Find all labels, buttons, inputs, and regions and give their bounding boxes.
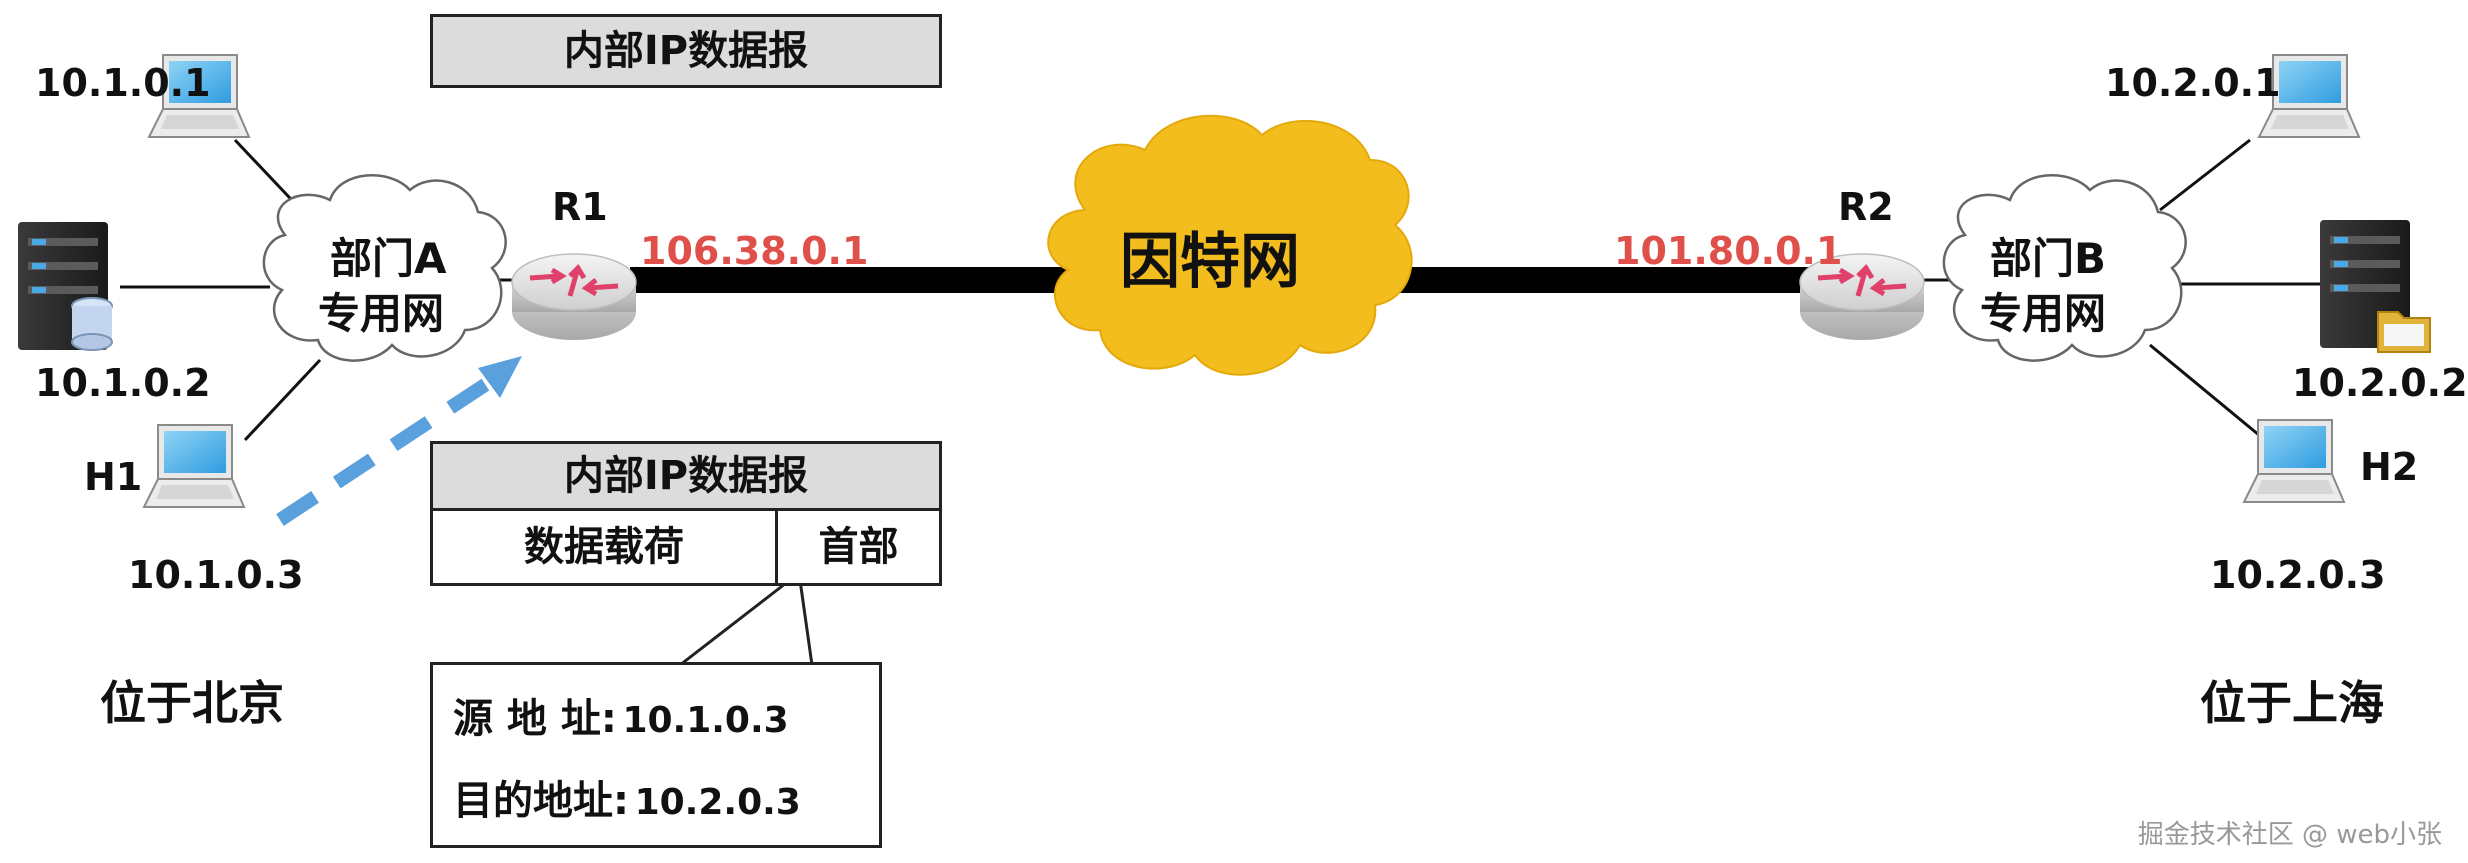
destination-address-row: 目的地址: 10.2.0.3 — [453, 781, 801, 821]
network-b-line2: 专用网 — [1980, 289, 2107, 338]
datagram-title-top: 内部IP数据报 — [563, 28, 809, 74]
destination-address-label: 目的地址: — [453, 778, 629, 824]
cloud-network-b — [1942, 174, 2187, 362]
router-r1-icon — [512, 254, 636, 340]
location-left: 位于北京 — [100, 676, 284, 730]
router-r1-public-ip: 106.38.0.1 — [640, 229, 869, 273]
internet-label: 因特网 — [1120, 227, 1300, 297]
host-ip-h2: 10.2.0.3 — [2210, 553, 2386, 597]
callout-line-left — [679, 578, 791, 667]
source-address-row: 源 地 址: 10.1.0.3 — [453, 699, 789, 739]
flow-arrow-line — [276, 369, 504, 526]
host-ip-h1: 10.1.0.3 — [128, 553, 304, 597]
laptop-icon-h2 — [2243, 419, 2345, 503]
address-callout-box: 源 地 址: 10.1.0.3 目的地址: 10.2.0.3 — [430, 662, 882, 848]
router-r1-name: R1 — [552, 185, 608, 229]
destination-address-value: 10.2.0.3 — [634, 782, 801, 823]
watermark: 掘金技术社区 @ web小张 — [2137, 820, 2442, 850]
datagram-box-top: 内部IP数据报 — [430, 14, 942, 88]
datagram-header-cell: 首部 — [775, 508, 942, 586]
host-ip-left-top: 10.1.0.1 — [35, 61, 211, 105]
datagram-box-bottom-title: 内部IP数据报 — [430, 441, 942, 511]
datagram-payload: 数据载荷 — [524, 524, 684, 570]
router-r2-name: R2 — [1838, 185, 1894, 229]
router-r2-public-ip: 101.80.0.1 — [1614, 229, 1843, 273]
datagram-title-bottom: 内部IP数据报 — [563, 453, 809, 499]
host-ip-right-server: 10.2.0.2 — [2292, 361, 2468, 405]
location-right: 位于上海 — [2200, 676, 2384, 730]
flow-arrow-head — [478, 356, 522, 398]
link-left-h1 — [243, 358, 322, 442]
source-address-label: 源 地 址: — [453, 696, 617, 742]
cloud-internet — [1047, 114, 1413, 376]
host-name-h1: H1 — [84, 455, 143, 499]
network-a-line2: 专用网 — [318, 289, 445, 338]
server-icon-left — [18, 222, 113, 351]
host-name-h2: H2 — [2360, 445, 2419, 489]
server-icon-right — [2320, 220, 2431, 353]
source-address-value: 10.1.0.3 — [622, 700, 789, 741]
link-right-top — [2159, 138, 2251, 212]
network-b-line1: 部门B — [1990, 234, 2107, 283]
host-ip-right-top: 10.2.0.1 — [2105, 61, 2281, 105]
callout-line-right — [798, 579, 814, 666]
host-ip-left-server: 10.1.0.2 — [35, 361, 211, 405]
datagram-payload-cell: 数据载荷 — [430, 508, 778, 586]
link-right-h2 — [2149, 343, 2266, 442]
cloud-network-a — [262, 174, 507, 362]
laptop-icon-h1 — [143, 424, 245, 508]
datagram-header: 首部 — [818, 524, 899, 570]
network-a-line1: 部门A — [330, 234, 447, 283]
